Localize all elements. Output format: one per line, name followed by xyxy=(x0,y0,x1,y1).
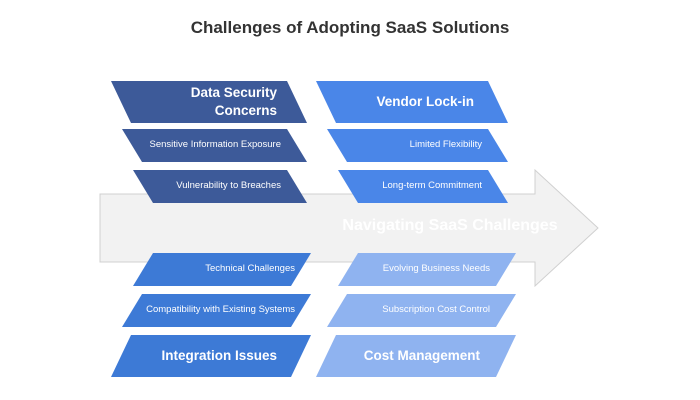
cost-title-box: Cost Management xyxy=(316,335,516,377)
integration-item-2: Compatibility with Existing Systems xyxy=(122,294,311,327)
data-security-item-2: Vulnerability to Breaches xyxy=(133,170,307,203)
integration-title-box: Integration Issues xyxy=(111,335,311,377)
data-security-item-1: Sensitive Information Exposure xyxy=(122,129,307,162)
vendor-lock-in-item-1: Limited Flexibility xyxy=(327,129,508,162)
cost-item-2: Subscription Cost Control xyxy=(327,294,516,327)
cost-title: Cost Management xyxy=(363,348,480,364)
vendor-lock-in-item-2: Long-term Commitment xyxy=(338,170,508,203)
cost-item-1: Evolving Business Needs xyxy=(338,253,516,286)
center-label: Navigating SaaS Challenges xyxy=(342,217,558,234)
integration-item-1: Technical Challenges xyxy=(133,253,311,286)
data-security-title: Data Security Concerns xyxy=(190,85,277,118)
vendor-lock-in-title-box: Vendor Lock-in xyxy=(316,81,508,123)
vendor-lock-in-title: Vendor Lock-in xyxy=(376,94,474,110)
data-security-title-box: Data Security Concerns xyxy=(111,81,307,123)
diagram-title: Challenges of Adopting SaaS Solutions xyxy=(190,18,510,37)
integration-title: Integration Issues xyxy=(161,348,277,364)
